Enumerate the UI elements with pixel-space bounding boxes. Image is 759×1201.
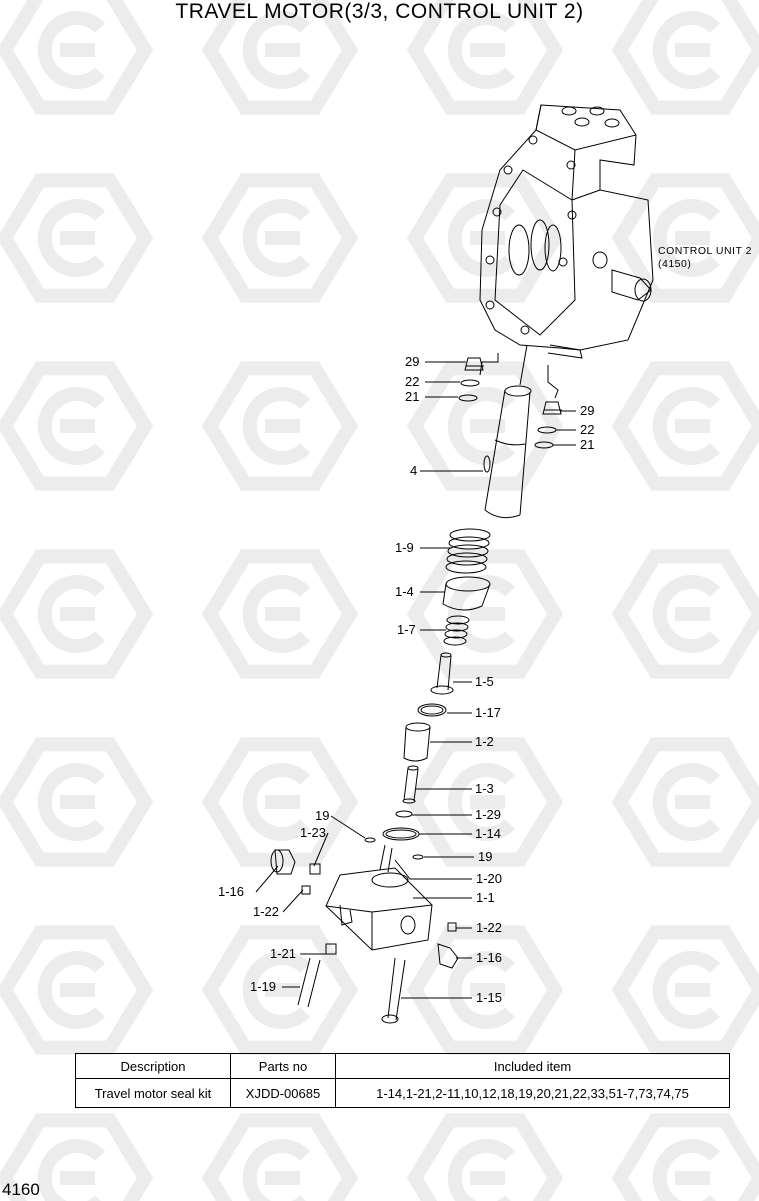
callout: 22 [580,422,595,437]
callout: 1-5 [475,674,494,689]
callout: 1-17 [475,705,502,720]
watermark-logo [611,0,759,115]
watermark-logo [611,549,759,679]
watermark-logo [0,925,154,1055]
cell-included-item: 1-14,1-21,2-11,10,12,18,19,20,21,22,33,5… [335,1078,730,1108]
watermark-logo [406,0,564,115]
reference-line2: (4150) [658,258,692,270]
watermark-logo [201,173,359,303]
callout: 1-4 [395,584,414,599]
watermark-logo [201,1113,359,1201]
callout: 1-22 [476,920,503,935]
table-header-row: Description Parts no Included item [75,1053,730,1079]
seal-kit-table: Description Parts no Included item Trave… [75,1053,730,1108]
spring-1-9 [445,528,491,574]
callout: 1-21 [270,946,297,961]
callout: 1-23 [300,825,327,840]
watermark-logo [611,925,759,1055]
watermark-logo [611,1113,759,1201]
watermark-logo [0,737,154,867]
table-row: Travel motor seal kit XJDD-00685 1-14,1-… [75,1078,730,1108]
watermark-logo [201,737,359,867]
callout: 1-22 [253,904,280,919]
col-description: Description [75,1053,231,1079]
callout: 1-19 [250,979,277,994]
watermark-logo [406,925,564,1055]
watermark-logo [201,549,359,679]
callout: 21 [405,389,420,404]
callout: 1-2 [475,734,494,749]
watermark-logo [611,361,759,491]
watermark-logo [201,361,359,491]
watermark-logo [201,0,359,115]
watermark-logo [611,173,759,303]
callout: 1-3 [475,781,494,796]
callout: 19 [315,808,330,823]
block-1-1 [325,844,433,951]
callout: 1-15 [476,990,503,1005]
watermark-logo [611,737,759,867]
watermark-logo [0,361,154,491]
page-number: 4160 [2,1180,40,1199]
control-unit-housing [479,104,654,399]
watermark-logo [0,1113,154,1201]
callout: 1-20 [476,871,503,886]
watermark-logo [406,549,564,679]
watermark-logo [406,1113,564,1201]
callout: 1-9 [395,540,414,555]
cell-parts-no: XJDD-00685 [230,1078,336,1108]
callout: 19 [478,849,493,864]
reference-line1: CONTROL UNIT 2 [658,245,752,257]
watermark-logo [0,549,154,679]
watermark-logo [0,0,154,115]
callout: 1-16 [218,884,245,899]
callout: 4 [410,463,418,478]
callout: 1-16 [476,950,503,965]
callout: 1-1 [476,890,495,905]
page-title: TRAVEL MOTOR(3/3, CONTROL UNIT 2) [175,0,584,23]
callout: 22 [405,374,420,389]
callout: 1-29 [475,807,502,822]
watermark-logo [406,173,564,303]
callout: 21 [580,437,595,452]
callout: 1-7 [397,622,416,637]
leader-lines [255,361,576,999]
callout: 29 [405,354,420,369]
reference-label: CONTROL UNIT 2 (4150) [658,245,752,271]
col-parts-no: Parts no [230,1053,336,1079]
watermark-logo [201,925,359,1055]
cell-description: Travel motor seal kit [75,1078,231,1108]
col-included-item: Included item [335,1053,730,1079]
callout: 1-14 [475,826,502,841]
watermark-logo [0,173,154,303]
callout: 29 [580,403,595,418]
